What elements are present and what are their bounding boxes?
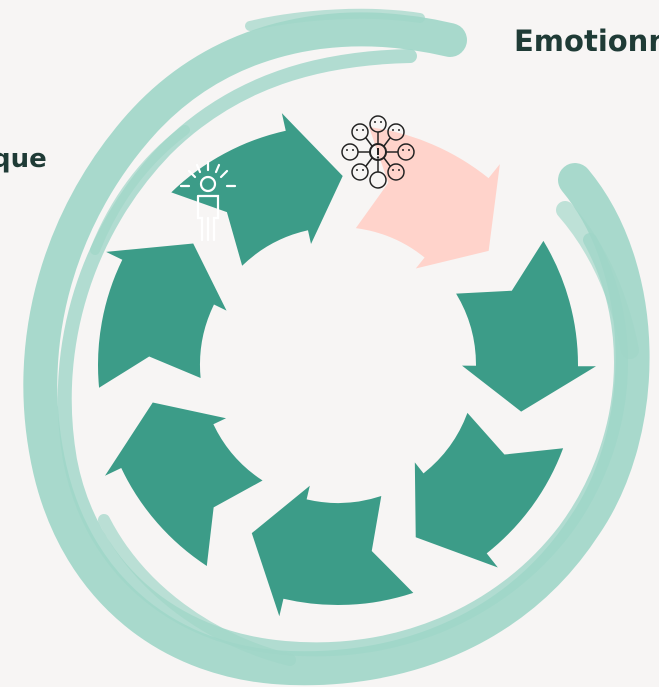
person-icon [179,160,237,242]
brush-ring [23,8,650,686]
cycle-arrows [97,113,596,617]
cycle-arrow-3 [456,240,596,412]
left-label: que [0,144,47,174]
cycle-arrow-6 [104,402,263,566]
emotions-icon [341,115,415,189]
right-label: Emotionn [514,24,659,58]
cycle-arrow-5 [251,485,414,617]
cycle-arrow-7 [97,243,227,388]
cycle-arrow-1 [171,113,343,266]
cycle-arrow-4 [414,412,564,568]
cycle-arrow-2 [355,127,500,269]
